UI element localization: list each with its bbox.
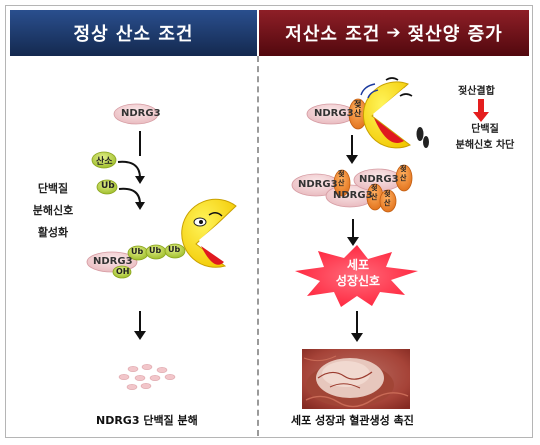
degradation-signal-label: 단백질 분해신호 활성화 [28, 178, 78, 244]
blocked-arrow-shaft [478, 99, 484, 113]
tissue-image [302, 349, 410, 409]
cluster-ndrg3-label-2: NDRG3 [333, 190, 373, 201]
right-pacman [360, 77, 429, 149]
ub-label: Ub [101, 181, 115, 191]
header-normal-oxygen: 정상 산소 조건 [10, 10, 257, 56]
left-curve-arrow-1 [117, 160, 141, 179]
growth-signal-text: 세포 성장신호 [308, 257, 408, 289]
left-caption: NDRG3 단백질 분해 [96, 414, 198, 427]
growth-signal-burst [295, 245, 418, 307]
cluster-lactate-label-3: 젖산 [400, 165, 407, 182]
oh-blob [112, 265, 132, 279]
cluster-lactate-label-2: 젖산 [371, 184, 378, 201]
left-pacman [181, 198, 237, 268]
ub-chain-label-3: Ub [168, 245, 181, 254]
side-label-line-3: 활성화 [37, 226, 69, 239]
signal-blocked-label: 단백질 분해신호 차단 [440, 122, 530, 154]
right-ndrg3-cluster [291, 164, 413, 213]
right-arrow-2-head [347, 237, 359, 246]
blocked-arrow-head [473, 112, 489, 122]
right-caption: 세포 성장과 혈관생성 촉진 [291, 414, 414, 427]
header-right-arrow-icon: ➔ [386, 23, 402, 43]
oxygen-label: 산소 [96, 157, 113, 167]
burst-line-1: 세포 [346, 258, 370, 272]
ub-chain-label-1: Ub [131, 247, 144, 256]
left-complex-ndrg3-label: NDRG3 [93, 256, 133, 267]
ub-blob [96, 179, 118, 195]
left-curve-arrow-1-head [135, 176, 145, 184]
right-lactate-label: 젖산 [354, 100, 362, 118]
right-arrow-3-head [351, 333, 363, 342]
lactate-binding-label: 젖산결합 [458, 86, 495, 97]
cluster-ndrg3-label-3: NDRG3 [359, 174, 399, 185]
right-arrow-1-head [346, 155, 358, 164]
ub-chain-3 [164, 243, 186, 259]
burst-line-2: 성장신호 [335, 274, 381, 288]
degraded-fragments [118, 364, 176, 390]
header-right-title-b: 젖산양 증가 [407, 24, 503, 45]
cluster-lactate-label-1: 젖산 [338, 170, 345, 187]
left-ndrg3-protein [113, 103, 159, 125]
side-label-line-2: 분해신호 [32, 204, 74, 217]
side-label-line-1: 단백질 [37, 182, 69, 195]
header-hypoxia: 저산소 조건 ➔ 젖산양 증가 [259, 10, 529, 56]
left-curve-arrow-2-head [135, 202, 145, 210]
header-right-title-a: 저산소 조건 [285, 24, 381, 45]
oh-label: OH [116, 267, 130, 276]
oxygen-blob [91, 151, 117, 169]
left-down-arrow-head [134, 331, 146, 340]
left-curve-arrow-2 [118, 187, 141, 205]
figure-frame [5, 5, 533, 438]
right-ndrg3-label: NDRG3 [314, 108, 354, 119]
header-left-title: 정상 산소 조건 [73, 24, 194, 45]
blocked-label-line-2: 분해신호 차단 [455, 140, 515, 151]
ub-chain-label-2: Ub [149, 246, 162, 255]
panel-divider [257, 56, 259, 436]
left-ndrg3-label: NDRG3 [121, 108, 161, 119]
blocked-label-line-1: 단백질 [471, 124, 499, 135]
cluster-ndrg3-label-1: NDRG3 [298, 179, 338, 190]
cluster-lactate-label-4: 젖산 [384, 190, 391, 207]
